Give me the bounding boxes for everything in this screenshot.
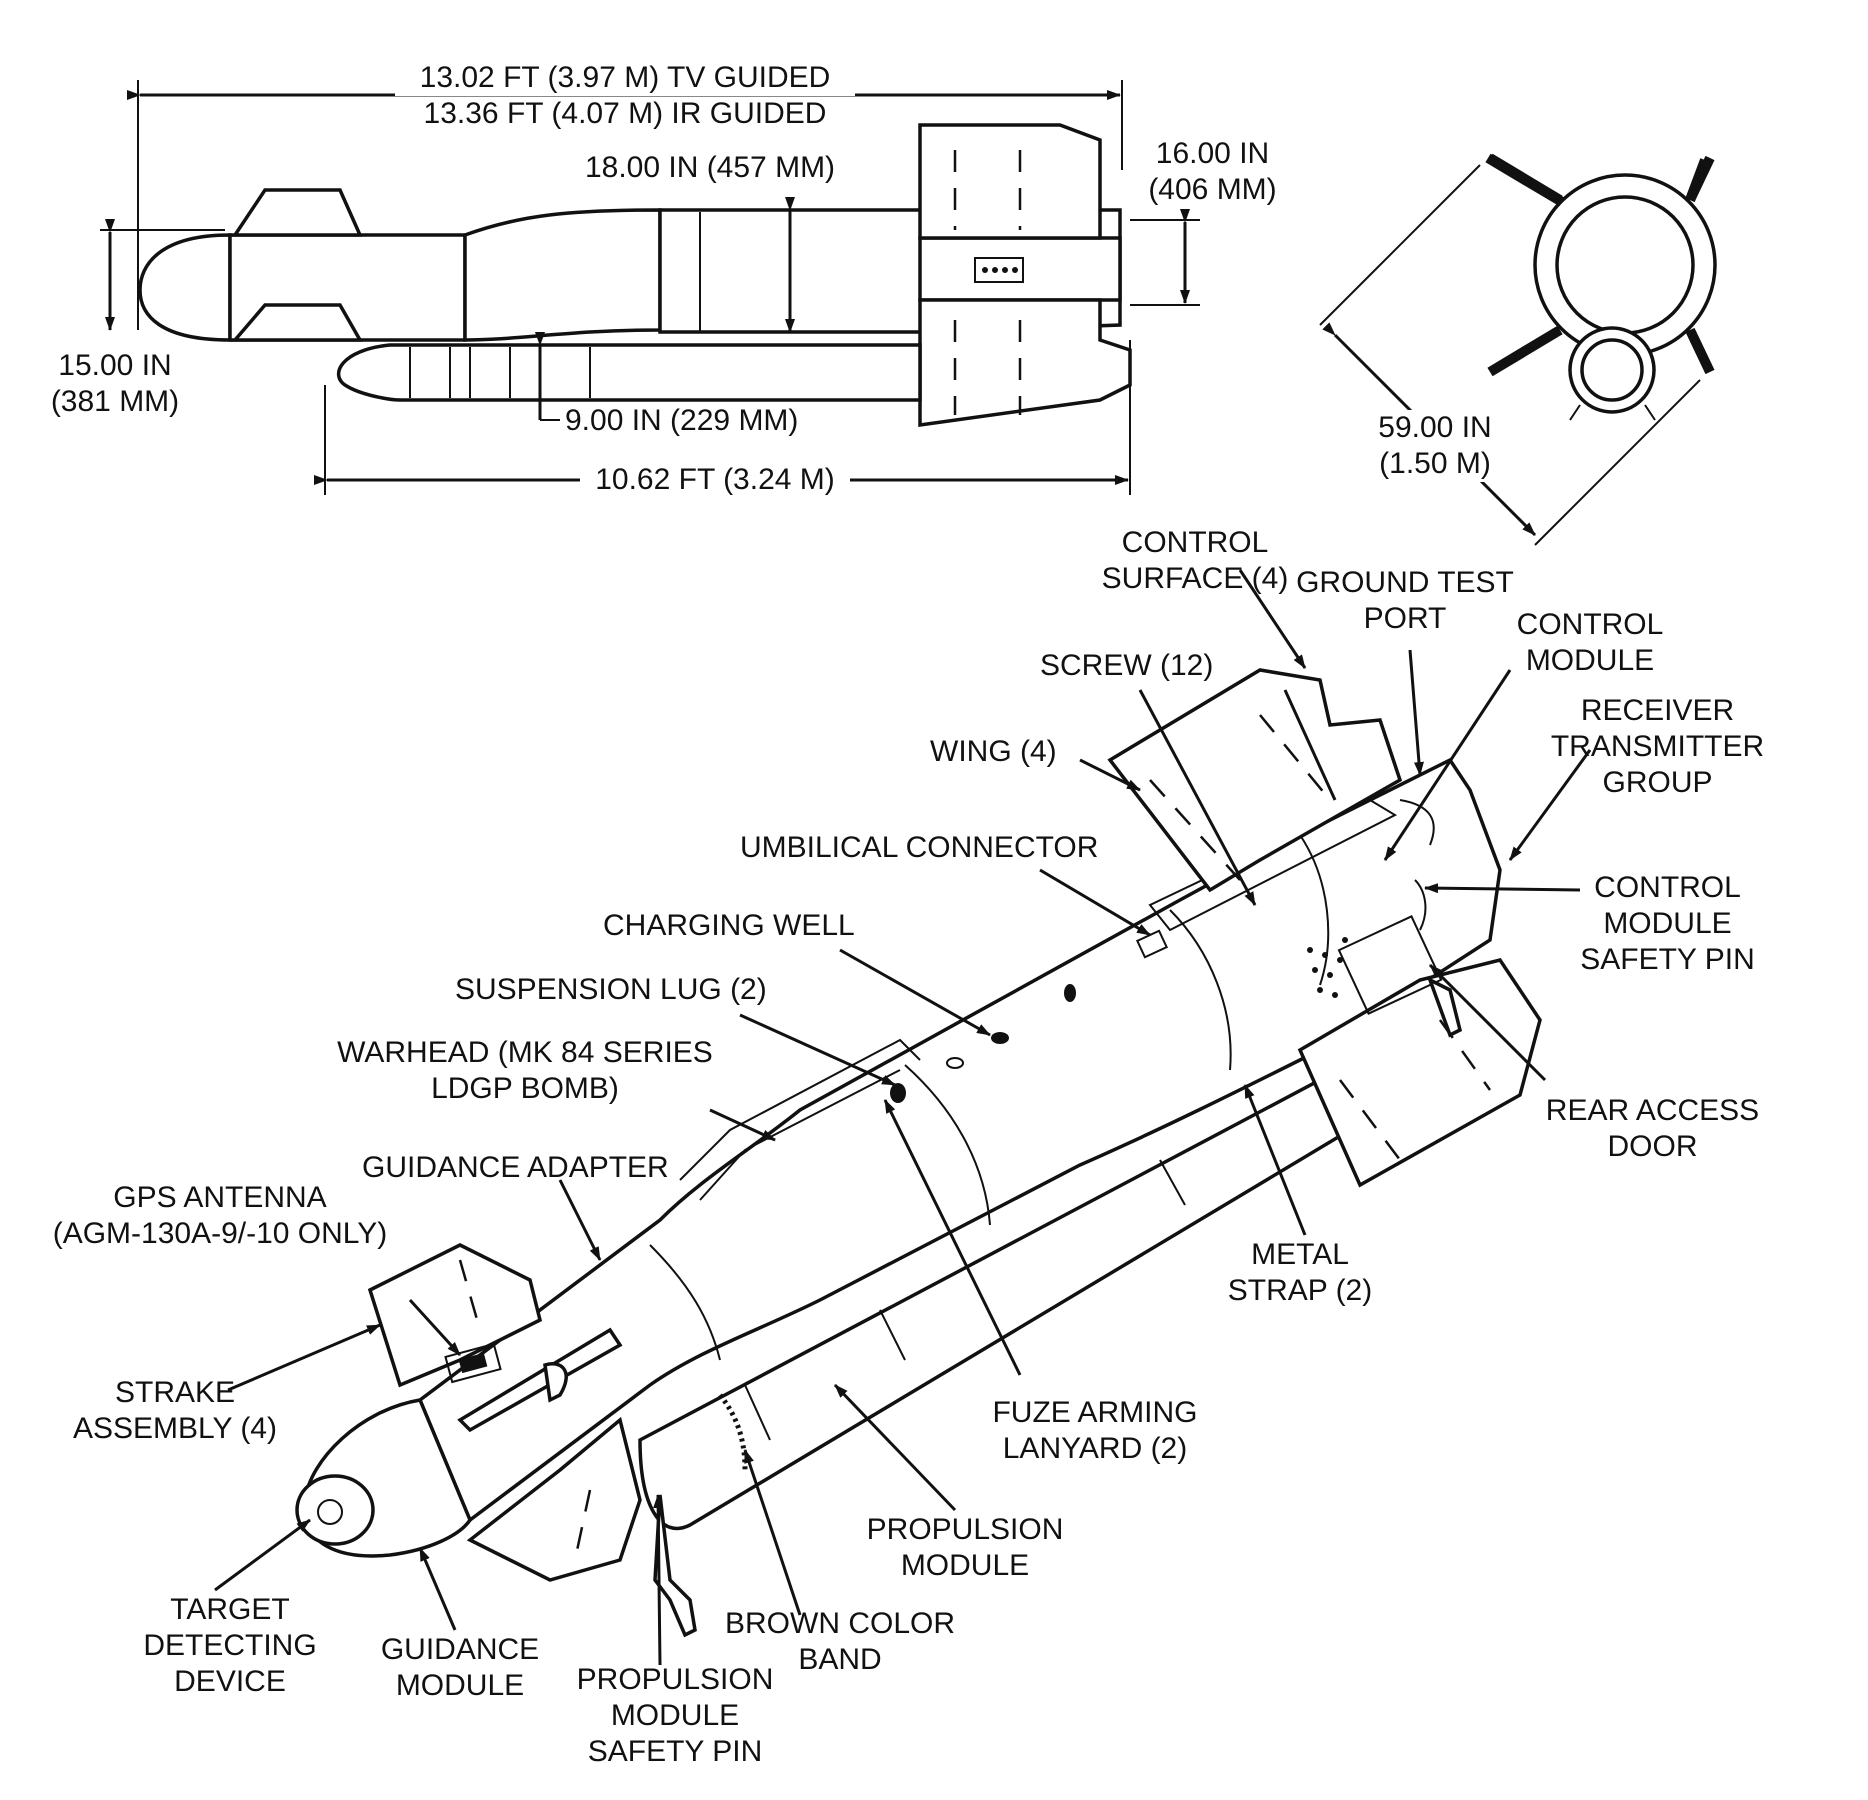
iso-strake-upper [367, 1243, 543, 1388]
side-tail-fin-top [918, 123, 1102, 240]
side-warhead-taper [463, 208, 662, 342]
iso-gps-antenna [444, 1342, 502, 1384]
iso-propulsion-safety-pin [653, 1494, 697, 1638]
iso-strake-lower [466, 1416, 642, 1582]
rear-pod-inner [1580, 338, 1644, 402]
iso-wing-upper [1107, 668, 1403, 893]
iso-suspension-lug [890, 1083, 906, 1103]
isometric-view [295, 668, 1542, 1638]
propulsion-diameter-label: 9.00 IN (229 MM) [565, 404, 799, 437]
side-view [100, 80, 1200, 495]
side-strake-bottom [231, 303, 364, 342]
charging-well-label: CHARGING WELL [603, 909, 855, 942]
propulsion-length-label: 10.62 FT (3.24 M) [580, 462, 850, 498]
overall-length-ir-label: 13.36 FT (4.07 M) IR GUIDED [423, 97, 827, 130]
nose-height-label-2: (381 MM) [50, 385, 180, 418]
side-nose-cone [138, 233, 232, 342]
gps-antenna-label: GPS ANTENNA(AGM-130A-9/-10 ONLY) [52, 1181, 388, 1250]
iso-rear-access-door [1337, 915, 1443, 1015]
callout-leaders [214, 569, 1592, 1666]
side-tail-fin-bottom [918, 298, 1132, 428]
suspension-lug-label: SUSPENSION LUG (2) [455, 973, 767, 1006]
side-propulsion-pod [336, 343, 922, 402]
iso-control-pin [1414, 879, 1427, 931]
rear-body-inner [1555, 195, 1695, 335]
rear-view [1319, 153, 1717, 546]
tail-height-label-1: 16.00 IN [1155, 137, 1270, 170]
nose-height-label-1: 15.00 IN [58, 349, 172, 382]
body-diameter-label: 18.00 IN (457 MM) [584, 151, 836, 184]
guidance-adapter-label: GUIDANCE ADAPTER [362, 1151, 669, 1184]
wing-label: WING (4) [930, 735, 1057, 768]
tail-height-label-2: (406 MM) [1148, 173, 1277, 206]
iso-umbilical-connector [1135, 929, 1169, 959]
span-label-2: (1.50 M) [1355, 446, 1515, 482]
umbilical-connector-label: UMBILICAL CONNECTOR [740, 831, 1099, 864]
side-strake-top [231, 188, 363, 237]
screw-label: SCREW (12) [1040, 649, 1214, 682]
iso-perforations [1307, 937, 1348, 998]
iso-charging-well [991, 1032, 1009, 1044]
side-connector-box [974, 257, 1024, 283]
side-control-section [918, 236, 1122, 302]
iso-main-body [417, 757, 1502, 1523]
span-label-1: 59.00 IN [1355, 410, 1515, 446]
iso-target-detecting-device [295, 1474, 375, 1546]
overall-length-tv-label: 13.02 FT (3.97 M) TV GUIDED [395, 60, 855, 96]
